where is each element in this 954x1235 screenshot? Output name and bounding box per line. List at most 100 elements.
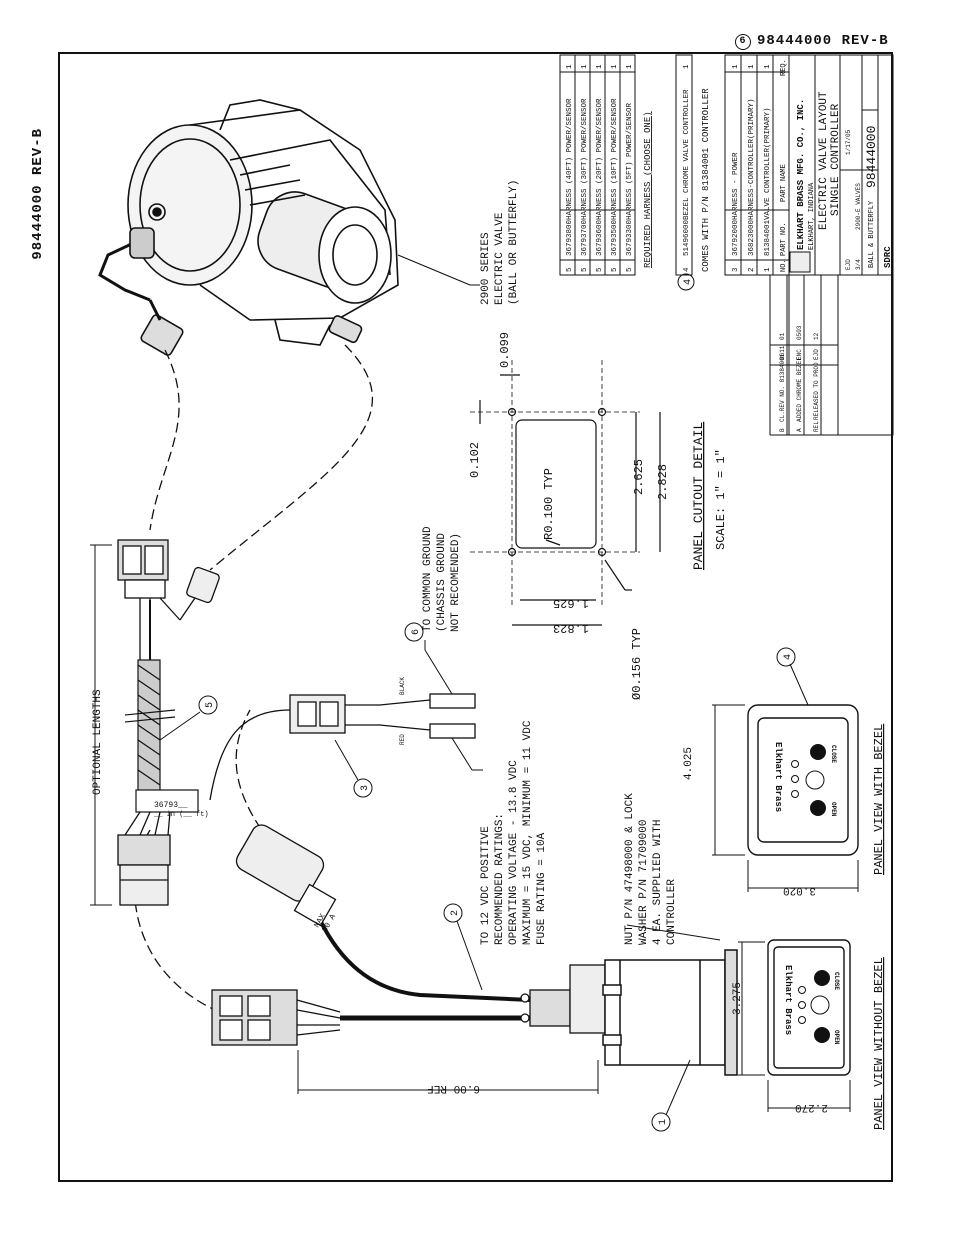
rev-rel-code: EJD: [813, 349, 820, 360]
harness-row-3-name: HARNESS (20FT) POWER/SENSOR: [596, 98, 604, 220]
wire-red-label: RED: [399, 734, 406, 745]
rev-b-code: 0611: [779, 345, 786, 360]
drawing-title-1: ELECTRIC VALVE LAYOUT: [818, 91, 830, 230]
panel-cutout-detail: [470, 360, 661, 626]
harness-row-3-part: 36793600: [596, 219, 604, 256]
balloon-4: 4: [783, 654, 794, 660]
harness-bottom-connector: [117, 811, 171, 906]
open-button-bezel: [810, 800, 826, 816]
wire-black-label: BLACK: [399, 677, 406, 695]
rev-a-num: 0503: [796, 325, 803, 340]
doc-number-top: 6 98444000 REV-B: [735, 33, 889, 50]
harness-5-braided: [124, 659, 199, 813]
logo-no-bezel: Elkhart Brass: [783, 965, 793, 1035]
close-button-bezel: [810, 744, 826, 760]
cutout-radius: R0.100 TYP: [542, 468, 556, 540]
power-harness-3: [209, 693, 476, 801]
drawing-frame: [58, 52, 893, 1182]
length-dimensions: [90, 544, 599, 1094]
no-bezel-width-dim: 3.275: [732, 982, 744, 1015]
nut-line-1: NUT P/N 47498000 & LOCK: [624, 793, 636, 945]
harness-row-4-name: HARNESS (10FT) POWER/SENSOR: [611, 98, 619, 220]
sdrc-label: SDRC: [883, 246, 893, 268]
harness-row-2-name: HARNESS (30FT) POWER/SENSOR: [581, 98, 589, 220]
bom-header-part: PART NO.: [780, 222, 788, 256]
cutout-dim-2625: 2.625: [632, 459, 646, 495]
power-line-2: RECOMMENDED RATINGS:: [494, 813, 506, 945]
bezel-height-dim: 3.020: [783, 884, 816, 896]
main-row-3-name: VALVE CONTROLLER(PRIMARY): [764, 107, 772, 220]
balloon-5: 5: [205, 702, 216, 708]
six-ref-label: 6.00 REF: [427, 1082, 480, 1094]
bezel-row-req: 1: [683, 64, 691, 69]
rev-b-letter: B: [779, 428, 786, 432]
no-bezel-dimensions: [738, 941, 851, 1112]
main-row-2-no: 2: [748, 267, 756, 272]
harness-row-5-part: 36793300: [626, 219, 634, 256]
ground-line-3: NOT RECOMENDED): [450, 533, 462, 632]
harness-row-1-no: 5: [566, 267, 574, 272]
bezel-width-dim: 4.025: [683, 747, 695, 780]
rev-b-num: 01: [779, 332, 786, 340]
rev-a-letter: A: [796, 428, 803, 432]
main-row-3-no: 1: [764, 267, 772, 272]
harness-2-cable: [318, 919, 531, 1021]
company-city: ELKHART, INDIANA: [808, 182, 816, 250]
balloon-2: 2: [450, 910, 461, 916]
panel-without-bezel-face: Elkhart Brass CLOSE OPEN: [783, 965, 840, 1045]
balloon-numbers: 1 2 3 4 5 6 4: [205, 279, 794, 1125]
balloon-6: 6: [411, 629, 422, 635]
rev-rel-letter: REL: [813, 421, 820, 432]
bom-bezel-row: 4 51496000 BEZEL CHROME VALVE CONTROLLER…: [683, 64, 711, 272]
bezel-row-no: 4: [683, 267, 691, 272]
open-label-no-bezel: OPEN: [833, 1030, 840, 1045]
power-line-4: MAXIMUM = 15 VDC, MINIMUM = 11 VDC: [522, 720, 534, 945]
main-row-1-part: 36792000: [732, 219, 740, 256]
title-block-text: ELKHART BRASS MFG. CO., INC. ELKHART, IN…: [796, 91, 893, 270]
cutout-title-text: PANEL CUTOUT DETAIL: [691, 422, 706, 570]
harness-row-5-no: 5: [626, 267, 634, 272]
harness-row-2-no: 5: [581, 267, 589, 272]
dwn-initials: EJD: [845, 259, 852, 270]
panel-with-bezel-face: Elkhart Brass CLOSE OPEN: [773, 742, 837, 817]
rev-marker: 6: [735, 34, 751, 50]
harness-row-3-no: 5: [596, 267, 604, 272]
open-label-bezel: OPEN: [830, 802, 837, 817]
bezel-dimensions: [712, 704, 859, 892]
bom-harness-rows: 5 36793800 HARNESS (40FT) POWER/SENSOR 1…: [566, 64, 653, 272]
controller-harness-connector: [211, 989, 341, 1046]
nut-line-3: 4 EA. SUPPLIED WITH: [652, 820, 664, 945]
harness-row-2-req: 1: [581, 64, 589, 69]
balloon-3: 3: [360, 785, 371, 791]
main-row-3-req: 1: [764, 64, 772, 69]
power-line-1: TO 12 VDC POSITIVE: [480, 826, 492, 945]
main-row-2-part: 36823000: [748, 219, 756, 256]
harness-top-connector: [117, 539, 220, 660]
bezel-row-part: 51496000: [683, 219, 691, 256]
harness-row-1-part: 36793800: [566, 219, 574, 256]
doc-number-text: 98444000 REV-B: [757, 33, 889, 49]
rev-rel-desc: RELEASED TO PROD: [813, 362, 820, 420]
drawing-desc: BALL & BUTTERFLY: [868, 200, 876, 268]
harness-row-2-part: 36793700: [581, 219, 589, 256]
close-label-no-bezel: CLOSE: [833, 972, 840, 990]
harness-row-5-req: 1: [626, 64, 634, 69]
cutout-dim-2828: 2.828: [656, 464, 670, 500]
cable-dashed-routes: [134, 344, 374, 1011]
cutout-hole-dim: Ø0.156 TYP: [630, 628, 644, 700]
bezel-row-name: BEZEL CHROME VALVE CONTROLLER: [683, 89, 691, 220]
without-bezel-title: PANEL VIEW WITHOUT BEZEL: [872, 957, 886, 1130]
rev-rel-num: 12: [813, 332, 820, 340]
harness-row-3-req: 1: [596, 64, 604, 69]
power-line-3: OPERATING VOLTAGE - 13.8 VDC: [508, 760, 520, 945]
main-row-1-req: 1: [732, 64, 740, 69]
drawing-date: 1/17/05: [845, 129, 852, 155]
main-row-1-no: 3: [732, 267, 740, 272]
main-row-2-name: HARNESS-CONTROLLER(PRIMARY): [748, 98, 756, 220]
power-line-5: FUSE RATING = 10A: [536, 832, 548, 945]
logo-bezel: Elkhart Brass: [773, 742, 783, 812]
main-row-3-part: 81384001: [764, 219, 772, 256]
close-button-no-bezel: [814, 970, 830, 986]
no-bezel-height-dim: 2.270: [795, 1101, 828, 1113]
